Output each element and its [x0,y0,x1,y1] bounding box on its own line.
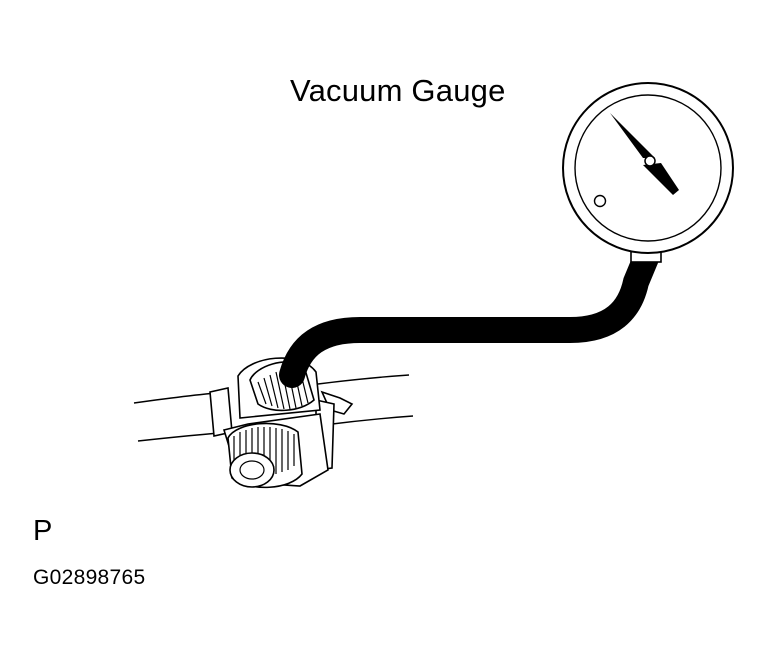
gauge-needle [610,113,679,195]
view-marker-label: P [33,515,53,547]
gauge-callout-label: Vacuum Gauge [290,73,506,108]
figure-code-label: G02898765 [33,566,146,589]
vacuum-hose [279,245,659,388]
lower-knurled-knob [227,422,303,489]
gauge-zero-dot [593,194,607,208]
